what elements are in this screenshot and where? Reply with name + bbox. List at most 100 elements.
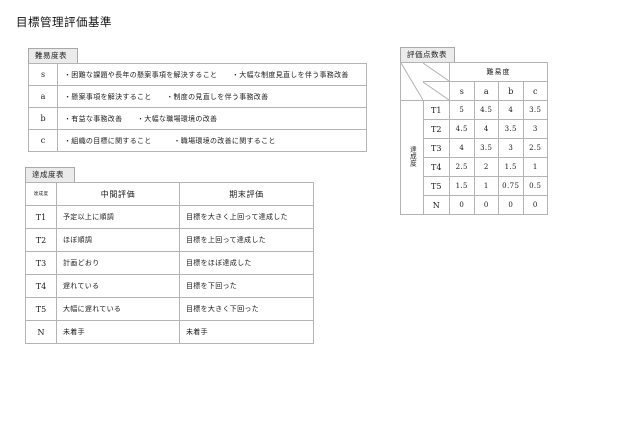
score-cell: 0.5: [522, 176, 548, 196]
score-cell: 1: [473, 176, 499, 196]
achievement-end-cell: 目標を大きく下回った: [179, 297, 314, 321]
score-diagonal-corner-cell-3: [423, 81, 450, 101]
difficulty-table-tab-label: 難易度表: [28, 48, 78, 63]
score-row-header: T1: [422, 100, 450, 120]
score-cell: 2: [473, 157, 499, 177]
score-cell: 5: [449, 100, 475, 120]
score-cell: 0: [473, 195, 499, 215]
achievement-level-cell: T1: [25, 205, 57, 229]
achievement-mid-cell: 遅れている: [56, 274, 180, 298]
achievement-mid-cell: 予定以上に順調: [56, 205, 180, 229]
score-table: 難易度 s a b c 達成度 T1 5 4.5 4 3.5 T2 4.5 4: [400, 62, 548, 215]
difficulty-table: s ・困難な課題や長年の懸案事項を解決すること ・大幅な制度見直しを伴う事務改善…: [28, 63, 367, 152]
score-cell: 4: [498, 100, 524, 120]
achievement-end-cell: 目標をほぼ達成した: [179, 251, 314, 275]
table-row: T1 予定以上に順調 目標を大きく上回って達成した: [25, 205, 314, 229]
achievement-table-tab-label: 達成度表: [25, 167, 75, 182]
table-header-row: 達成度 中間評価 期末評価: [25, 182, 314, 206]
score-column-header-b: b: [498, 81, 524, 101]
score-cell: 4: [449, 138, 475, 158]
difficulty-grade-cell: b: [28, 107, 58, 130]
score-cell: 0: [498, 195, 524, 215]
achievement-mid-cell: 計画どおり: [56, 251, 180, 275]
score-column-header-c: c: [522, 81, 548, 101]
score-table-body: 達成度 T1 5 4.5 4 3.5 T2 4.5 4 3.5 3 T3 4 3…: [400, 100, 548, 215]
score-column-header-a: a: [473, 81, 499, 101]
diagonal-divider-icon: [423, 63, 449, 81]
score-cell: 1: [522, 157, 548, 177]
score-row-header: N: [422, 195, 450, 215]
table-row: T5 大幅に遅れている 目標を大きく下回った: [25, 297, 314, 321]
table-row: T2 4.5 4 3.5 3: [401, 119, 548, 139]
score-cell: 0: [449, 195, 475, 215]
achievement-level-cell: T4: [25, 274, 57, 298]
score-diagonal-corner-cell: [400, 62, 423, 101]
achievement-mid-cell: ほぼ順調: [56, 228, 180, 252]
score-cell: 2.5: [449, 157, 475, 177]
achievement-table: 達成度 中間評価 期末評価 T1 予定以上に順調 目標を大きく上回って達成した …: [25, 182, 314, 344]
table-row: T3 計画どおり 目標をほぼ達成した: [25, 251, 314, 275]
page-title: 目標管理評価基準: [16, 15, 112, 29]
difficulty-table-body: s ・困難な課題や長年の懸案事項を解決すること ・大幅な制度見直しを伴う事務改善…: [28, 63, 367, 152]
table-row: N 0 0 0 0: [401, 195, 548, 215]
score-cell: 2.5: [522, 138, 548, 158]
achievement-mid-cell: 未着手: [56, 320, 180, 344]
score-row-header: T5: [422, 176, 450, 196]
table-row: T5 1.5 1 0.75 0.5: [401, 176, 548, 196]
achievement-end-cell: 目標を大きく上回って達成した: [179, 205, 314, 229]
table-row: T4 2.5 2 1.5 1: [401, 157, 548, 177]
score-row-header: T3: [422, 138, 450, 158]
score-cell: 3.5: [473, 138, 499, 158]
difficulty-desc-cell: ・有益な事務改善 ・大幅な職場環境の改善: [57, 107, 367, 130]
table-header-row: s a b c: [401, 81, 548, 101]
score-x-axis-label: 難易度: [449, 62, 548, 82]
score-cell: 4: [473, 119, 499, 139]
achievement-level-cell: T5: [25, 297, 57, 321]
score-column-header-s: s: [449, 81, 475, 101]
achievement-level-cell: T2: [25, 228, 57, 252]
score-y-axis-label: 達成度: [400, 100, 424, 215]
score-cell: 4.5: [449, 119, 475, 139]
difficulty-desc-cell: ・懸案事項を解決すること ・制度の見直しを伴う事務改善: [57, 85, 367, 108]
score-cell: 1.5: [449, 176, 475, 196]
score-cell: 0.75: [498, 176, 524, 196]
score-table-tab-label: 評価点数表: [400, 47, 455, 62]
difficulty-grade-cell: s: [28, 63, 58, 86]
score-cell: 3: [498, 138, 524, 158]
achievement-mid-cell: 大幅に遅れている: [56, 297, 180, 321]
achievement-level-cell: T3: [25, 251, 57, 275]
achievement-level-cell: N: [25, 320, 57, 344]
score-cell: 4.5: [473, 100, 499, 120]
achievement-mid-header: 中間評価: [56, 182, 180, 206]
difficulty-grade-cell: c: [28, 129, 58, 152]
score-cell: 0: [522, 195, 548, 215]
diagonal-divider-icon: [401, 63, 423, 100]
table-row: T2 ほぼ順調 目標を上回って達成した: [25, 228, 314, 252]
score-cell: 3.5: [498, 119, 524, 139]
score-y-axis-label-text: 達成度: [408, 146, 417, 167]
table-row: b ・有益な事務改善 ・大幅な職場環境の改善: [28, 107, 367, 130]
achievement-end-cell: 目標を上回って達成した: [179, 228, 314, 252]
score-row-header: T4: [422, 157, 450, 177]
achievement-corner-header: 達成度: [25, 182, 57, 206]
score-row-header: T2: [422, 119, 450, 139]
table-row: N 未着手 未着手: [25, 320, 314, 344]
table-row: a ・懸案事項を解決すること ・制度の見直しを伴う事務改善: [28, 85, 367, 108]
achievement-table-head: 達成度 中間評価 期末評価: [25, 182, 314, 206]
table-header-row: 難易度: [400, 62, 548, 101]
table-row: s ・困難な課題や長年の懸案事項を解決すること ・大幅な制度見直しを伴う事務改善: [28, 63, 367, 86]
score-diagonal-corner-cell-2: [423, 62, 450, 82]
difficulty-desc-cell: ・組織の目標に関すること ・職場環境の改善に関すること: [57, 129, 367, 152]
table-row: c ・組織の目標に関すること ・職場環境の改善に関すること: [28, 129, 367, 152]
difficulty-desc-cell: ・困難な課題や長年の懸案事項を解決すること ・大幅な制度見直しを伴う事務改善: [57, 63, 367, 86]
achievement-table-body: T1 予定以上に順調 目標を大きく上回って達成した T2 ほぼ順調 目標を上回っ…: [25, 205, 314, 344]
achievement-end-cell: 目標を下回った: [179, 274, 314, 298]
score-cell: 3.5: [522, 100, 548, 120]
diagonal-divider-icon: [423, 82, 449, 100]
score-cell: 1.5: [498, 157, 524, 177]
achievement-end-cell: 未着手: [179, 320, 314, 344]
table-row: T3 4 3.5 3 2.5: [401, 138, 548, 158]
difficulty-grade-cell: a: [28, 85, 58, 108]
table-row: T4 遅れている 目標を下回った: [25, 274, 314, 298]
score-table-head: 難易度 s a b c: [400, 62, 548, 101]
